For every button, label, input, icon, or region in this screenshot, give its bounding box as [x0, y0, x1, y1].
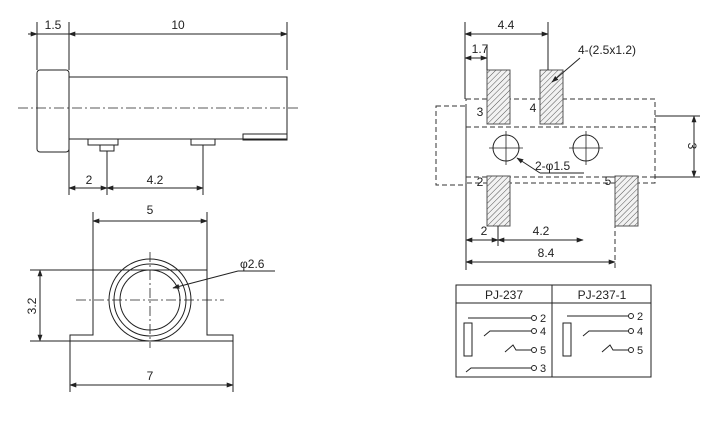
dim-row-label: 3	[685, 143, 699, 150]
dim-spacing-b-label: 4.2	[533, 224, 550, 238]
sleeve-contact	[562, 322, 572, 357]
dim-pin-a-label: 2	[86, 173, 93, 187]
pin-label-4: 4	[530, 101, 537, 115]
schematic-table	[455, 284, 652, 378]
right-pin-2: 2	[637, 311, 643, 323]
pin-1	[87, 138, 119, 146]
table-frame	[455, 284, 652, 378]
dim-base-label: 7	[147, 369, 154, 383]
right-pin-4: 4	[637, 326, 643, 338]
switch-5	[504, 344, 531, 353]
terminal-3	[531, 365, 537, 371]
left-pin-2: 2	[540, 313, 546, 325]
dim-length-label: 10	[171, 18, 185, 32]
pin-2	[190, 138, 216, 146]
pad-size-leader	[551, 57, 581, 83]
front-view	[30, 212, 275, 392]
pin-3	[242, 133, 288, 141]
dim-pad-size-label: 4-(2.5x1.2)	[578, 43, 636, 57]
flange-outline	[435, 105, 467, 186]
dim-flange-label: 1.5	[45, 18, 62, 32]
right-pin-5: 5	[637, 345, 643, 357]
pin-label-2: 2	[477, 175, 484, 189]
left-pin-4: 4	[540, 326, 546, 338]
terminal-5	[531, 347, 537, 353]
pin-label-5: 5	[605, 174, 612, 188]
left-pin-5: 5	[540, 345, 546, 357]
dim-height-label: 3.2	[25, 297, 39, 314]
pad-3	[486, 69, 511, 125]
switch-4	[582, 330, 628, 337]
switch-5	[601, 344, 628, 353]
terminal-2	[628, 313, 634, 319]
terminal-2	[531, 315, 537, 321]
jack-flange	[36, 69, 70, 153]
model-label-1: PJ-237	[485, 288, 523, 302]
terminal-4	[628, 328, 634, 334]
dim-spacing-a-label: 2	[481, 224, 488, 238]
pad-4	[539, 69, 564, 125]
pad-5	[614, 175, 639, 227]
wire-3	[465, 367, 531, 373]
hole-leader	[172, 270, 239, 289]
side-view	[18, 22, 300, 195]
terminal-4	[531, 328, 537, 334]
left-pin-3: 3	[540, 363, 546, 375]
dim-overall-label: 8.4	[538, 246, 555, 260]
dim-offset-label: 1.7	[472, 42, 489, 56]
terminal-5	[628, 347, 634, 353]
pcb-layout	[435, 22, 700, 270]
sleeve-contact	[463, 322, 473, 357]
dim-pitch-label: 4.4	[498, 18, 515, 32]
dim-width-label: 5	[147, 203, 154, 217]
dim-hole-label: φ2.6	[240, 257, 265, 271]
pad-2	[486, 175, 511, 227]
pin-label-3: 3	[477, 105, 484, 119]
dim-pin-b-label: 4.2	[147, 173, 164, 187]
hole-leader	[516, 157, 541, 174]
dim-holes-label: 2-φ1.5	[535, 159, 570, 173]
pin-1-foot	[99, 144, 115, 152]
model-label-2: PJ-237-1	[578, 288, 627, 302]
switch-4	[483, 330, 531, 337]
